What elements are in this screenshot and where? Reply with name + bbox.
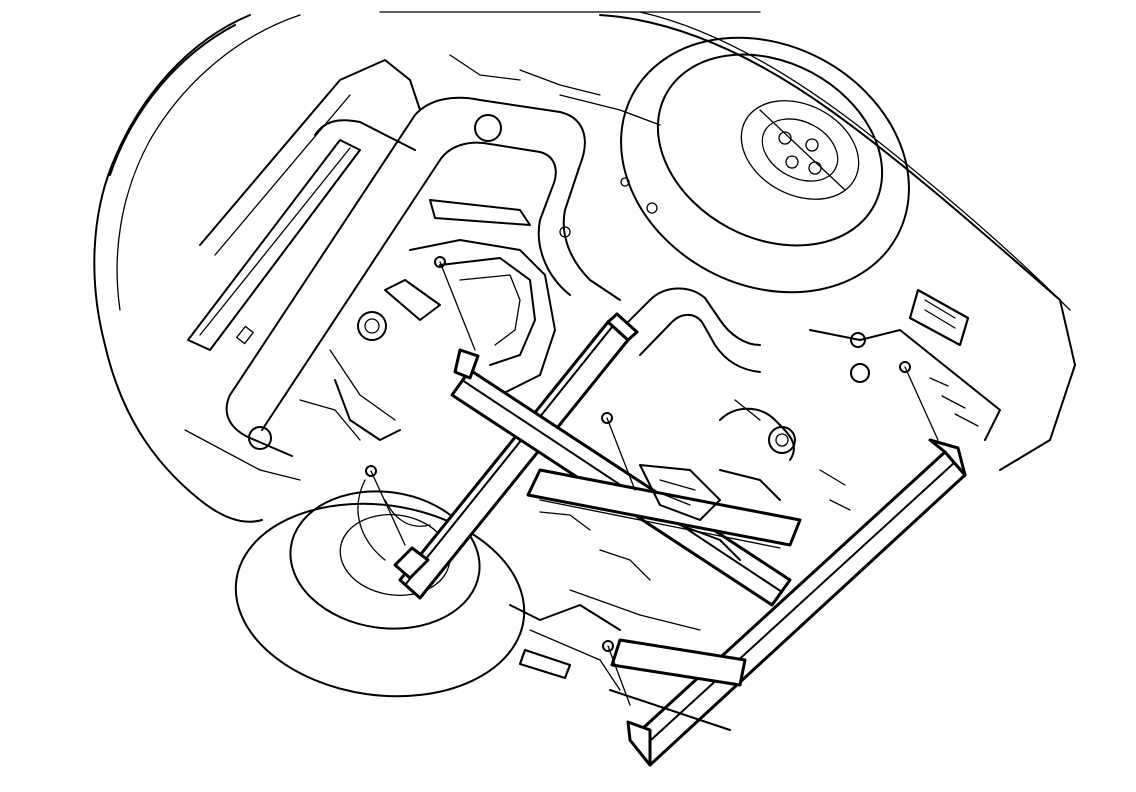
- lift-arm-rear[interactable]: [626, 438, 967, 767]
- lift-point-front-left[interactable]: [365, 465, 406, 546]
- rear-underbody: [509, 589, 701, 691]
- lift-point-center[interactable]: [601, 412, 636, 491]
- lift-point-rear-left[interactable]: [602, 640, 631, 706]
- lift-point-front-right[interactable]: [434, 256, 446, 268]
- lift-arm-main[interactable]: [393, 312, 639, 600]
- spare-tire: [620, 36, 910, 294]
- front-wheel: [234, 479, 526, 698]
- front-subframe: [187, 59, 621, 457]
- exhaust-pipe: [619, 287, 796, 461]
- lift-lower-beam[interactable]: [526, 468, 802, 731]
- rear-floor-panel: [809, 288, 1001, 511]
- suspension-details: [449, 54, 781, 581]
- lift-point-rear-right[interactable]: [899, 361, 939, 441]
- oil-pan-area: [299, 199, 556, 441]
- vehicle-body-outline: [93, 11, 1076, 523]
- vent-grille: [908, 288, 970, 347]
